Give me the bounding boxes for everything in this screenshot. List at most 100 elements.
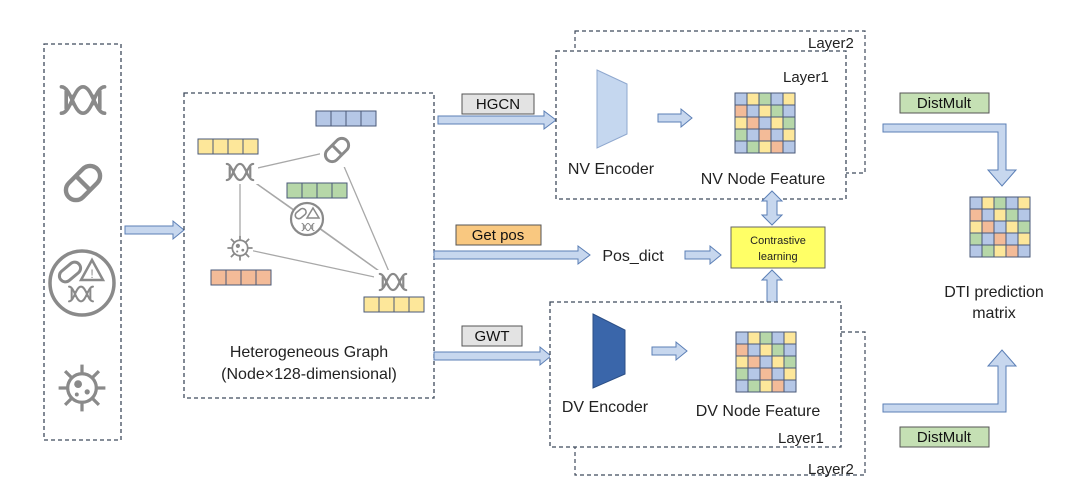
dv-encoder-label: DV Encoder (562, 399, 649, 416)
dv-layer1-label: Layer1 (778, 430, 824, 447)
matrix-cell (969, 196, 983, 210)
matrix-cell (746, 92, 760, 106)
matrix-cell (734, 104, 748, 118)
output-label-line2: matrix (972, 305, 1016, 322)
matrix-cell (735, 379, 749, 393)
hgcn-label: HGCN (476, 96, 520, 113)
embedding-cell (210, 269, 227, 286)
distmult-top-tag (899, 92, 990, 114)
contrastive-arrow-up (760, 190, 784, 226)
embedding-cell (408, 296, 425, 313)
embedding-cell (331, 182, 348, 199)
matrix-cell (969, 244, 983, 258)
matrix-cell (1017, 220, 1031, 234)
embedding-cell (378, 296, 395, 313)
embedding-cell (255, 269, 272, 286)
matrix-cell (735, 355, 749, 369)
matrix-cell (770, 92, 784, 106)
matrix-cell (747, 367, 761, 381)
matrix-cell (735, 367, 749, 381)
matrix-cell (735, 331, 749, 345)
matrix-cell (734, 92, 748, 106)
matrix-cell (1005, 208, 1019, 222)
matrix-cell (782, 128, 796, 142)
matrix-cell (981, 244, 995, 258)
matrix-cell (969, 220, 983, 234)
embedding-cell (225, 269, 242, 286)
nv-encoder-label: NV Encoder (568, 161, 655, 178)
matrix-cell (746, 128, 760, 142)
hgcn-arrow (437, 110, 557, 130)
matrix-cell (734, 116, 748, 130)
get-pos-arrow (433, 245, 591, 265)
dv-inner-arrow (651, 340, 688, 362)
hgcn-tag (461, 93, 535, 115)
matrix-cell (770, 128, 784, 142)
matrix-cell (993, 196, 1007, 210)
graph-subtitle: (Node×128-dimensional) (221, 366, 397, 383)
distmult-bottom-arrow (882, 349, 1018, 413)
embedding-cell (316, 182, 333, 199)
matrix-cell (735, 343, 749, 357)
matrix-cell (782, 104, 796, 118)
matrix-cell (771, 355, 785, 369)
matrix-cell (746, 116, 760, 130)
matrix-cell (759, 355, 773, 369)
matrix-cell (981, 196, 995, 210)
matrix-cell (783, 343, 797, 357)
gwt-tag (461, 325, 523, 347)
pos-dict-label: Pos_dict (602, 248, 664, 265)
embedding-cell (242, 138, 259, 155)
distmult-bottom-tag (899, 426, 990, 448)
nv-layer2-label: Layer2 (808, 35, 854, 52)
matrix-cell (771, 367, 785, 381)
matrix-cell (747, 355, 761, 369)
embedding-cell (360, 110, 377, 127)
embedding-cell (315, 110, 332, 127)
matrix-cell (771, 343, 785, 357)
matrix-cell (1005, 220, 1019, 234)
nv-layer1-label: Layer1 (783, 69, 829, 86)
matrix-cell (758, 116, 772, 130)
matrix-cell (770, 140, 784, 154)
matrix-cell (1005, 232, 1019, 246)
svg-text:!: ! (90, 267, 93, 281)
nv-node-feature-matrix (734, 92, 796, 154)
dna-icon (59, 84, 107, 116)
contrastive-label-line2: learning (758, 251, 797, 263)
matrix-cell (782, 116, 796, 130)
matrix-cell (1017, 232, 1031, 246)
matrix-cell (969, 232, 983, 246)
matrix-cell (771, 379, 785, 393)
gwt-arrow (433, 345, 552, 367)
nv-inner-arrow (657, 107, 693, 129)
output-label-line1: DTI prediction (944, 284, 1044, 301)
distmult-bottom-label: DistMult (917, 429, 972, 446)
embedding-cell (286, 182, 303, 199)
get-pos-label: Get pos (472, 227, 525, 244)
matrix-cell (759, 367, 773, 381)
embedding-cell (301, 182, 318, 199)
pill-icon (62, 162, 104, 204)
matrix-cell (993, 208, 1007, 222)
matrix-cell (981, 232, 995, 246)
matrix-cell (747, 379, 761, 393)
matrix-cell (993, 220, 1007, 234)
matrix-cell (759, 331, 773, 345)
matrix-cell (981, 220, 995, 234)
contrastive-label-line1: Contrastive (750, 235, 806, 247)
matrix-cell (1005, 244, 1019, 258)
pos-dict-arrow (684, 244, 722, 266)
matrix-cell (758, 128, 772, 142)
dv-layer2-label: Layer2 (808, 461, 854, 478)
arrow-to-graph (124, 219, 185, 241)
embedding-cell (227, 138, 244, 155)
embedding-cell (363, 296, 380, 313)
matrix-cell (759, 343, 773, 357)
matrix-cell (783, 367, 797, 381)
input-entities-box (43, 43, 122, 441)
embedding-cell (240, 269, 257, 286)
matrix-cell (981, 208, 995, 222)
matrix-cell (746, 140, 760, 154)
